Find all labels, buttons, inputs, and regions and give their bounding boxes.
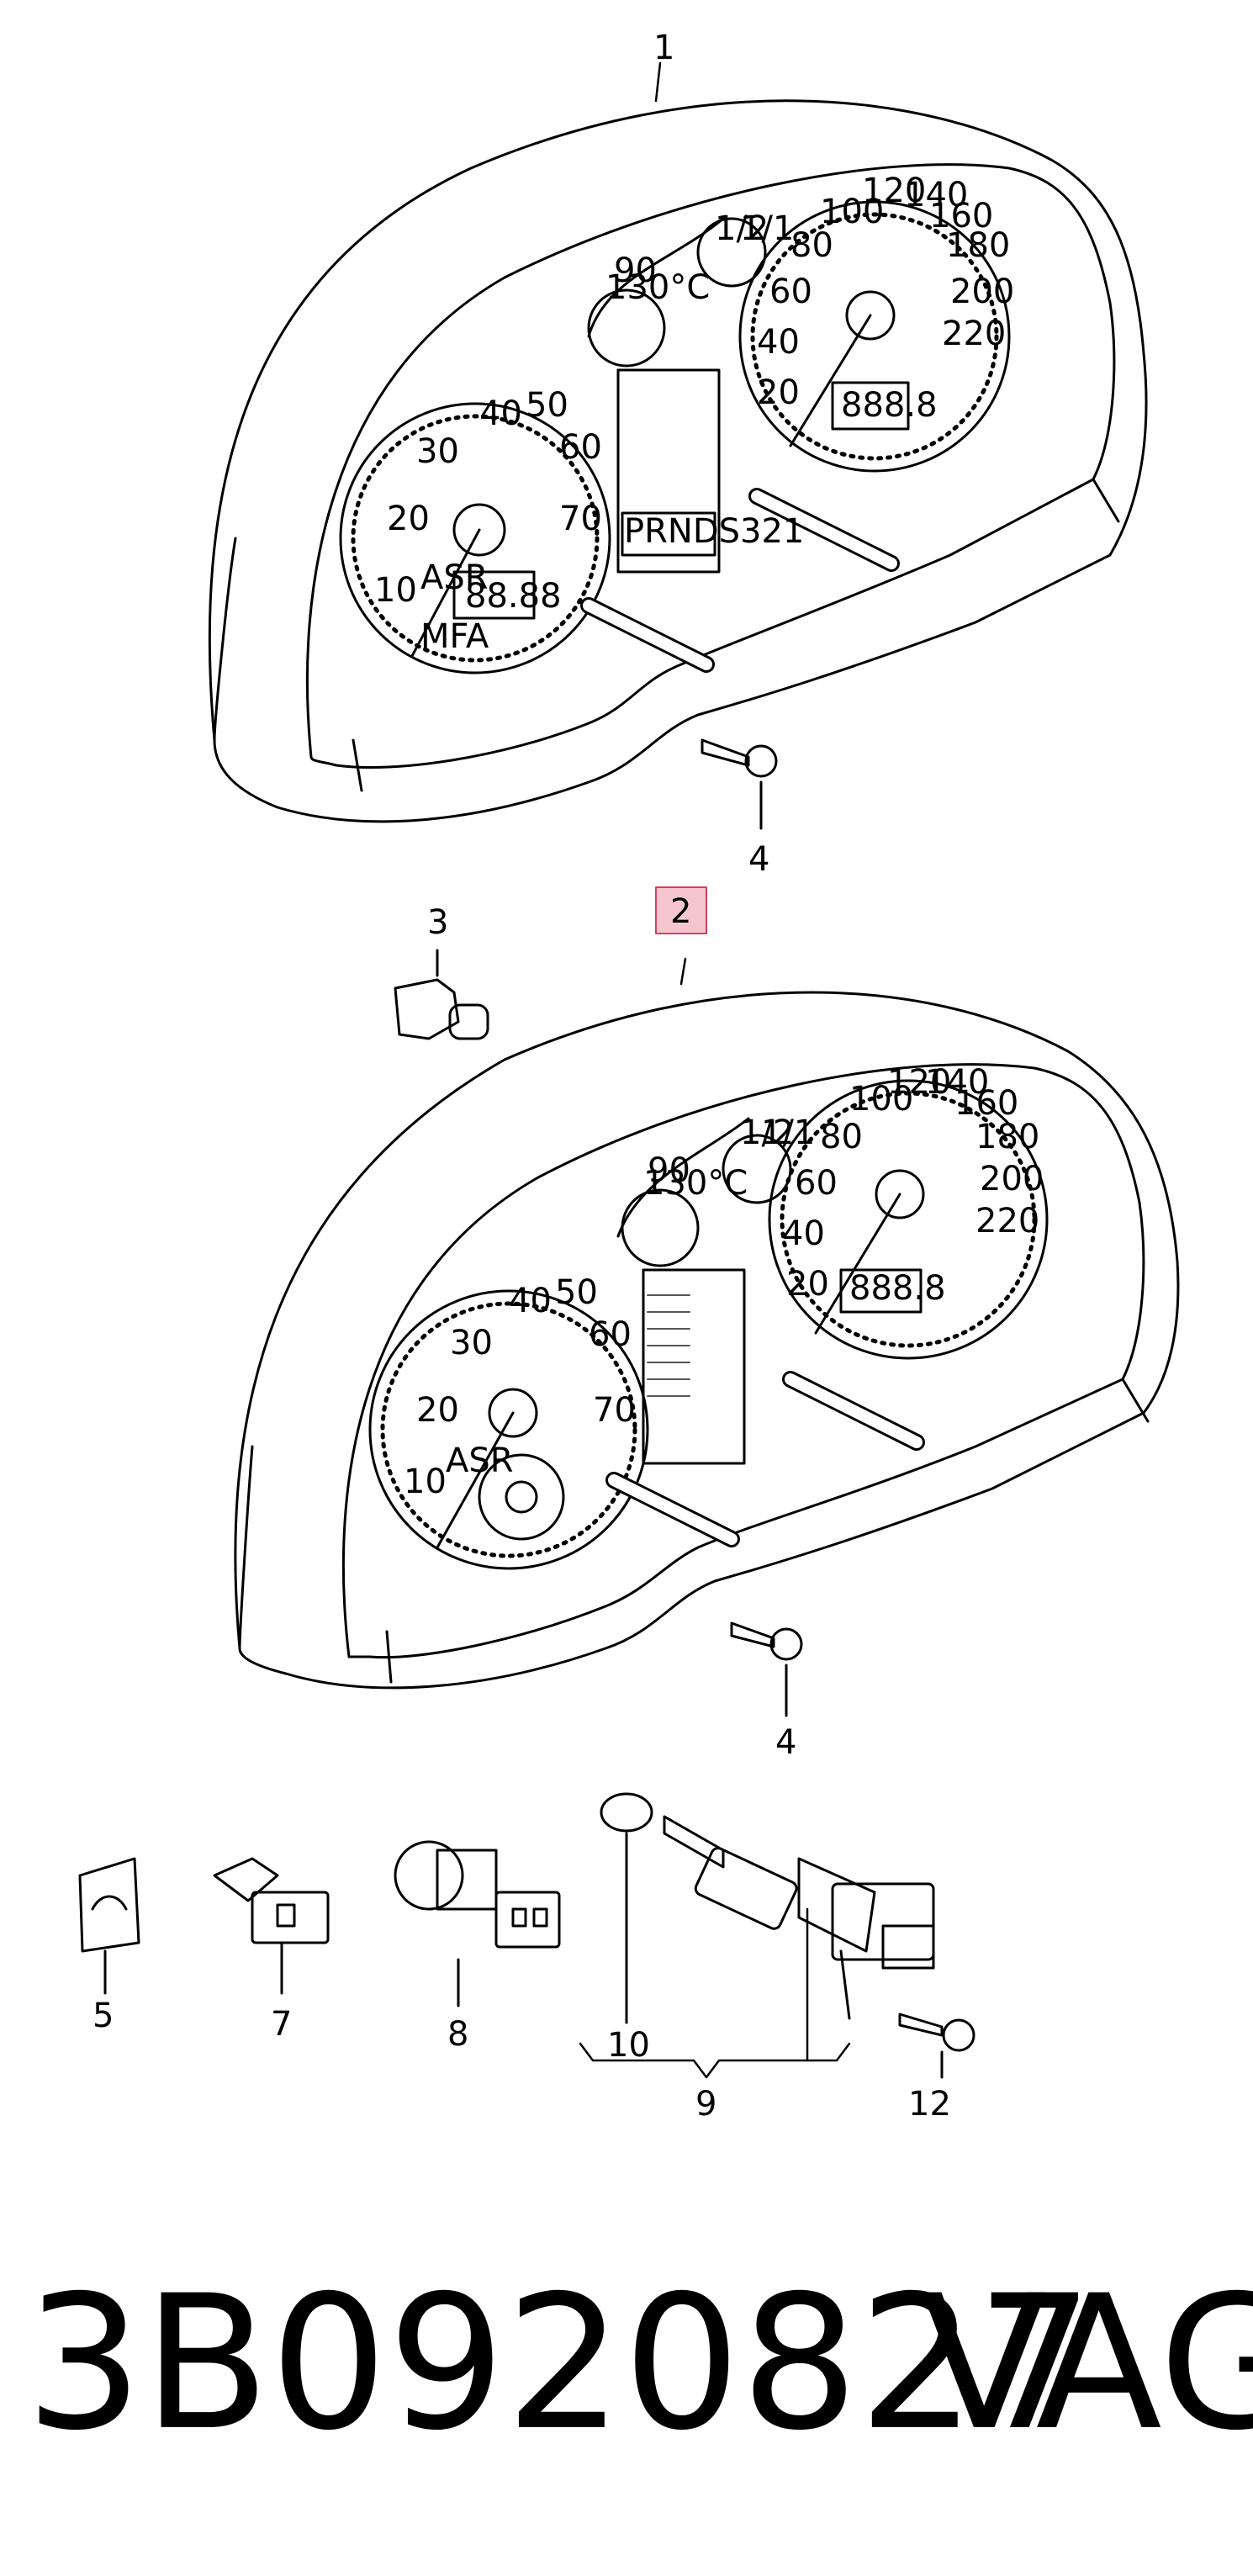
screw-item-4-middle xyxy=(730,1621,803,1717)
c2-rpm-20: 20 xyxy=(416,1391,459,1430)
callout-8: 8 xyxy=(447,2015,468,2054)
sensor-connector-item-8 xyxy=(394,1840,561,2007)
c2-speed-160: 160 xyxy=(954,1084,1018,1123)
callout-7: 7 xyxy=(271,2005,292,2044)
cluster-1-temp-90: 90 xyxy=(614,251,657,290)
c1-speed-180: 180 xyxy=(946,226,1010,265)
c2-speed-140: 140 xyxy=(925,1063,989,1102)
centre-display-1 xyxy=(616,368,721,574)
clock-dial-2 xyxy=(478,1453,565,1541)
c1-rpm-30: 30 xyxy=(416,432,459,471)
c1-speed-140: 140 xyxy=(904,176,968,214)
centre-matrix-display-2 xyxy=(642,1268,746,1465)
c1-rpm-50: 50 xyxy=(526,386,568,425)
cluster-2-fuel-full: 1/1 xyxy=(761,1113,815,1152)
c2-rpm-30: 30 xyxy=(450,1324,493,1362)
c2-speed-180: 180 xyxy=(975,1118,1039,1156)
sensor-item-9 xyxy=(663,1815,935,2020)
c1-speed-100: 100 xyxy=(820,193,884,231)
callout-4-middle: 4 xyxy=(775,1723,796,1762)
cluster-1-asr: ASR xyxy=(420,558,489,597)
cluster-1-lcd-right: 888.8 xyxy=(841,386,938,425)
c2-rpm-70: 70 xyxy=(593,1391,636,1430)
c1-rpm-70: 70 xyxy=(559,500,602,538)
callout-10: 10 xyxy=(607,2026,650,2065)
callout-5: 5 xyxy=(93,1997,114,2035)
c1-speed-60: 60 xyxy=(769,272,812,311)
speedometer-dial-2 xyxy=(768,1079,1049,1360)
c1-speed-160: 160 xyxy=(929,197,993,235)
callout-2: 2 xyxy=(670,892,691,931)
tachometer-dial-1 xyxy=(339,402,611,674)
speedometer-dial-1 xyxy=(738,200,1011,473)
cluster-1-mfa: MFA xyxy=(420,617,489,656)
c2-rpm-40: 40 xyxy=(509,1282,552,1320)
c1-speed-80: 80 xyxy=(790,226,833,265)
c1-speed-40: 40 xyxy=(757,323,800,362)
c2-speed-80: 80 xyxy=(820,1118,863,1156)
callout-4-top: 4 xyxy=(748,840,769,879)
cluster-1-gear-display: PRNDS321 xyxy=(624,512,804,551)
c1-speed-200: 200 xyxy=(950,272,1014,311)
c2-rpm-10: 10 xyxy=(404,1463,447,1501)
cluster-1-fuel-half: 1/2 xyxy=(715,209,769,248)
c2-speed-200: 200 xyxy=(980,1160,1044,1198)
c2-speed-220: 220 xyxy=(975,1202,1039,1240)
o-ring-item-10 xyxy=(600,1792,653,2024)
c1-rpm-40: 40 xyxy=(479,394,522,433)
c2-speed-20: 20 xyxy=(786,1265,829,1304)
c2-speed-100: 100 xyxy=(849,1080,913,1119)
cluster-2-lcd-right: 888.8 xyxy=(849,1269,946,1308)
c1-speed-220: 220 xyxy=(942,315,1006,353)
c2-speed-120: 120 xyxy=(887,1063,951,1102)
cluster-2-temp: 130°C xyxy=(643,1164,748,1203)
c2-rpm-60: 60 xyxy=(589,1315,632,1354)
c2-speed-40: 40 xyxy=(782,1214,825,1253)
cluster-1-lcd-left: 88.88 xyxy=(465,577,562,616)
callout-1: 1 xyxy=(653,29,674,67)
instrument-cluster-1: ASR 888.8 88.88 PRNDS321 MFA 130°C 90 1/… xyxy=(208,99,1148,830)
cluster-2-fuel-half: 1/2 xyxy=(740,1113,794,1152)
cluster-2-temp-90: 90 xyxy=(648,1151,690,1190)
connector-item-7 xyxy=(213,1857,330,1995)
instrument-cluster-2: ASR 888.8 130°C 90 1/2 1/1 80 100 120 14… xyxy=(234,991,1180,1717)
callout-3: 3 xyxy=(427,903,448,942)
brand-caption: VAG xyxy=(921,2256,1253,2471)
screw-item-4-top xyxy=(701,738,778,830)
callout-9: 9 xyxy=(695,2085,716,2124)
c2-rpm-50: 50 xyxy=(555,1273,598,1312)
highlight-box-item-2 xyxy=(655,886,707,934)
c1-speed-20: 20 xyxy=(757,373,800,412)
c2-speed-60: 60 xyxy=(795,1164,838,1203)
c1-rpm-10: 10 xyxy=(374,571,417,610)
c1-rpm-20: 20 xyxy=(387,500,430,538)
c1-speed-120: 120 xyxy=(862,172,926,210)
brace-item-9 xyxy=(579,2042,851,2079)
callout-12: 12 xyxy=(908,2085,951,2124)
cluster-1-fuel-full: 1/1 xyxy=(740,209,794,248)
clip-item-5 xyxy=(78,1857,140,1995)
tachometer-dial-2 xyxy=(368,1289,649,1570)
cluster-2-asr: ASR xyxy=(446,1441,514,1480)
part-number-caption: 3B0920827 xyxy=(25,2256,1094,2471)
bolt-item-12 xyxy=(898,2013,975,2079)
cluster-1-temp: 130°C xyxy=(605,268,710,307)
c1-rpm-60: 60 xyxy=(559,428,602,467)
bulb-item-3 xyxy=(394,949,489,1040)
